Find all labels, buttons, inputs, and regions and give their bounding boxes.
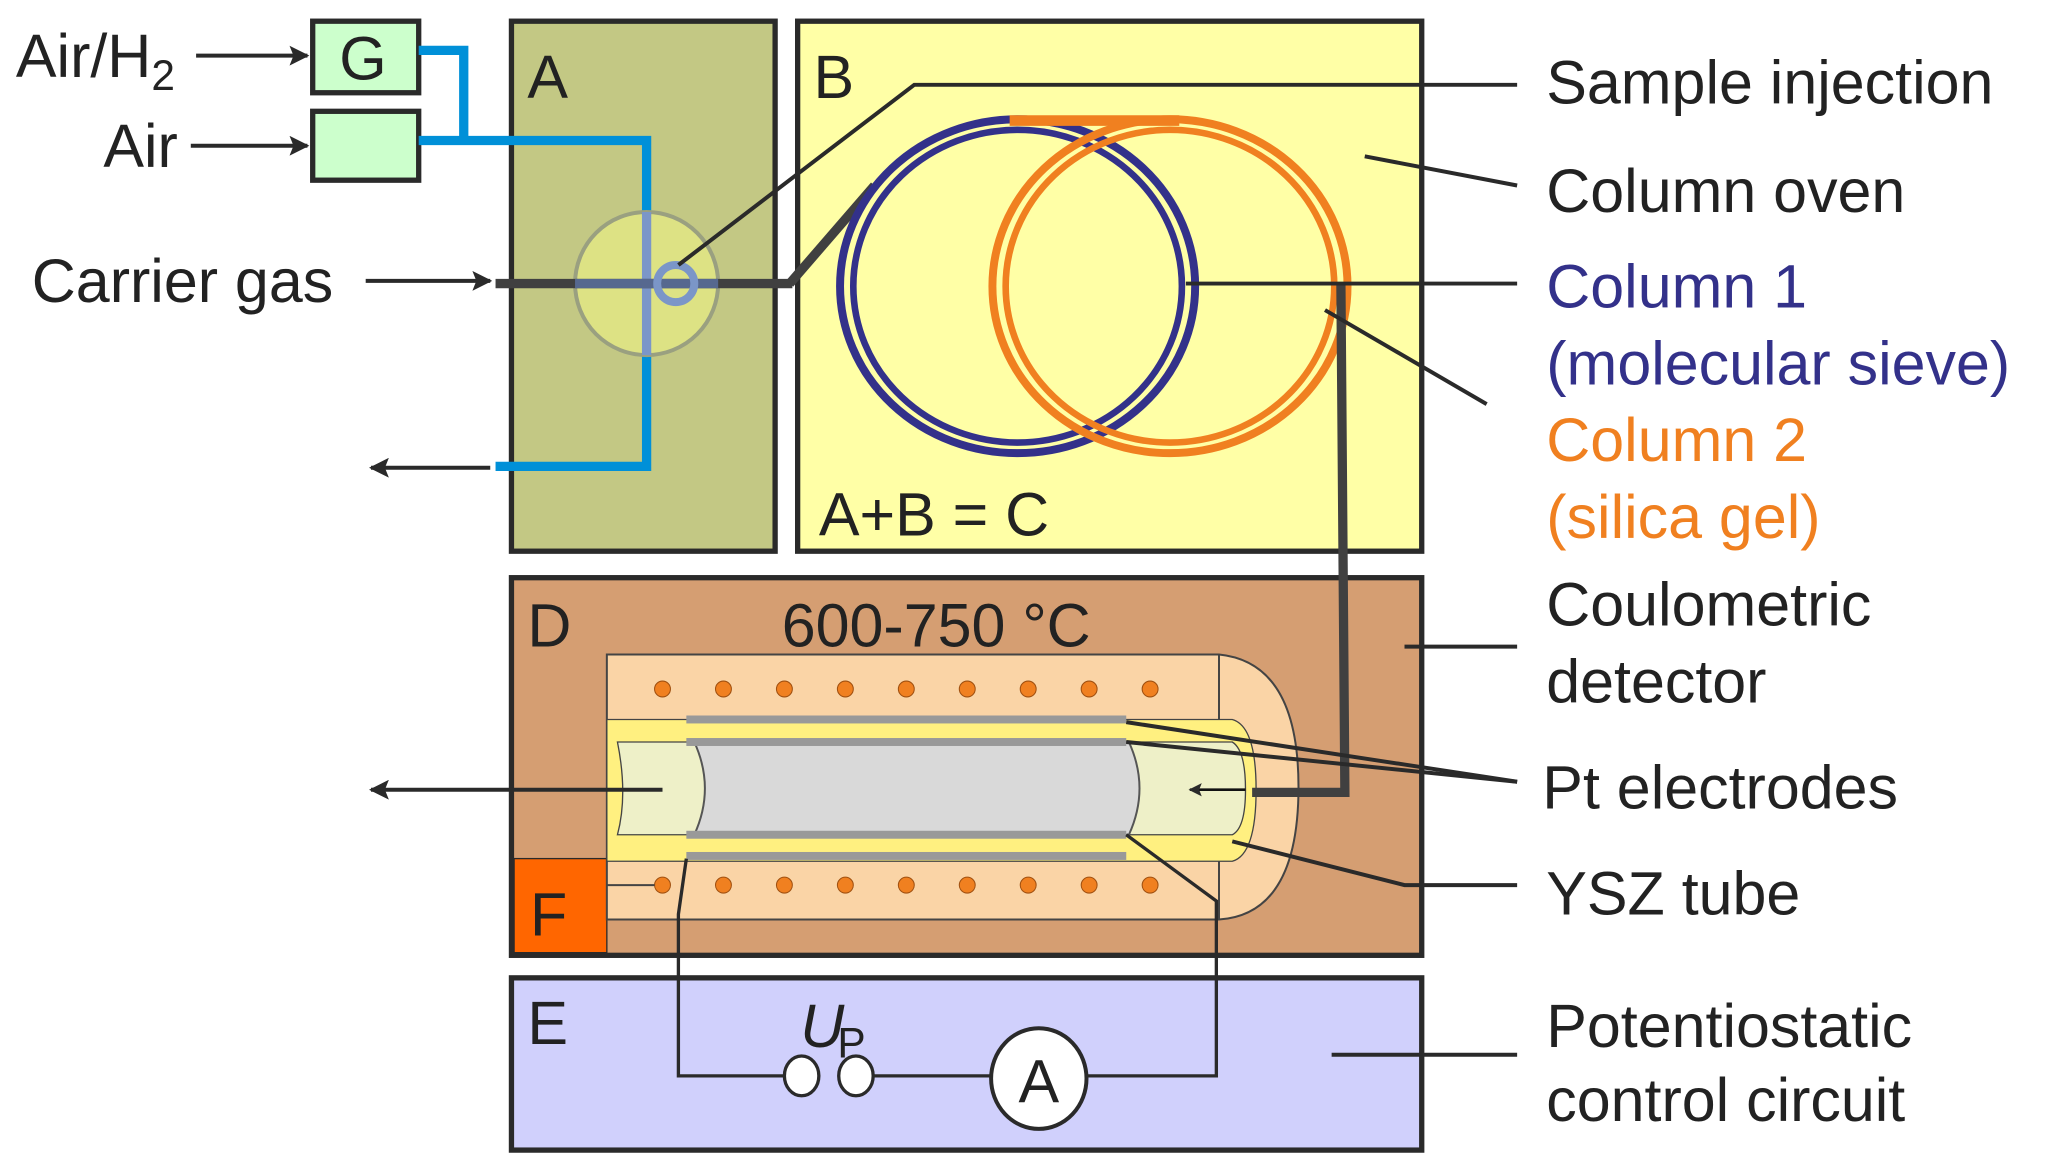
box-e-control-circuit	[508, 975, 1425, 1153]
d-label: D	[527, 592, 571, 660]
pt-electrode	[686, 830, 1127, 839]
b-label: B	[814, 43, 855, 111]
air-h2-label: Air/H2	[16, 22, 175, 99]
label-control: Potentiostatic	[1546, 992, 1912, 1060]
a-label: A	[527, 43, 568, 111]
circuit-wire	[676, 858, 785, 1078]
sum-label: A+B = C	[819, 480, 1049, 548]
label-sample-injection: Sample injection	[1546, 48, 1993, 116]
terminal	[837, 1054, 875, 1098]
ammeter	[989, 1026, 1089, 1131]
pt-electrode	[686, 738, 1127, 746]
pt-electrode	[686, 851, 1127, 860]
circuit-wire	[1086, 833, 1219, 1078]
column-outlet-line	[1252, 283, 1350, 797]
temperature-label: 600-750 °C	[782, 592, 1091, 660]
label-ysz-tube: YSZ tube	[1546, 859, 1800, 927]
carrier-gas-label: Carrier gas	[32, 247, 333, 315]
box-b-column-oven	[795, 18, 1425, 554]
e-label: E	[527, 989, 568, 1057]
pt-electrode	[686, 715, 1127, 724]
label-column-2: Column 2	[1546, 406, 1807, 474]
air-label: Air	[103, 112, 177, 180]
box-f-heater	[513, 857, 608, 954]
label-column-1: Column 1	[1546, 252, 1807, 320]
heater-coils	[654, 680, 1159, 894]
label-control-2: control circuit	[1546, 1066, 1905, 1134]
terminal	[782, 1054, 821, 1098]
g-label: G	[339, 24, 386, 92]
ammeter-label: A	[1018, 1047, 1059, 1115]
voltage-subscript: P	[837, 1019, 865, 1066]
label-pt-electrodes: Pt electrodes	[1542, 753, 1898, 821]
gas-line	[418, 45, 469, 141]
label-column-oven: Column oven	[1546, 157, 1905, 225]
label-column-1-type: (molecular sieve)	[1546, 329, 2010, 397]
label-detector-2: detector	[1546, 647, 1766, 715]
label-detector: Coulometric	[1546, 570, 1871, 638]
air-box	[310, 108, 422, 183]
gas-generator-g	[310, 18, 422, 96]
voltage-label: U	[800, 992, 845, 1060]
inner-cylinder	[692, 741, 1141, 836]
label-column-2-type: (silica gel)	[1546, 483, 1820, 551]
sample-loop	[653, 261, 699, 307]
f-label: F	[530, 880, 567, 948]
